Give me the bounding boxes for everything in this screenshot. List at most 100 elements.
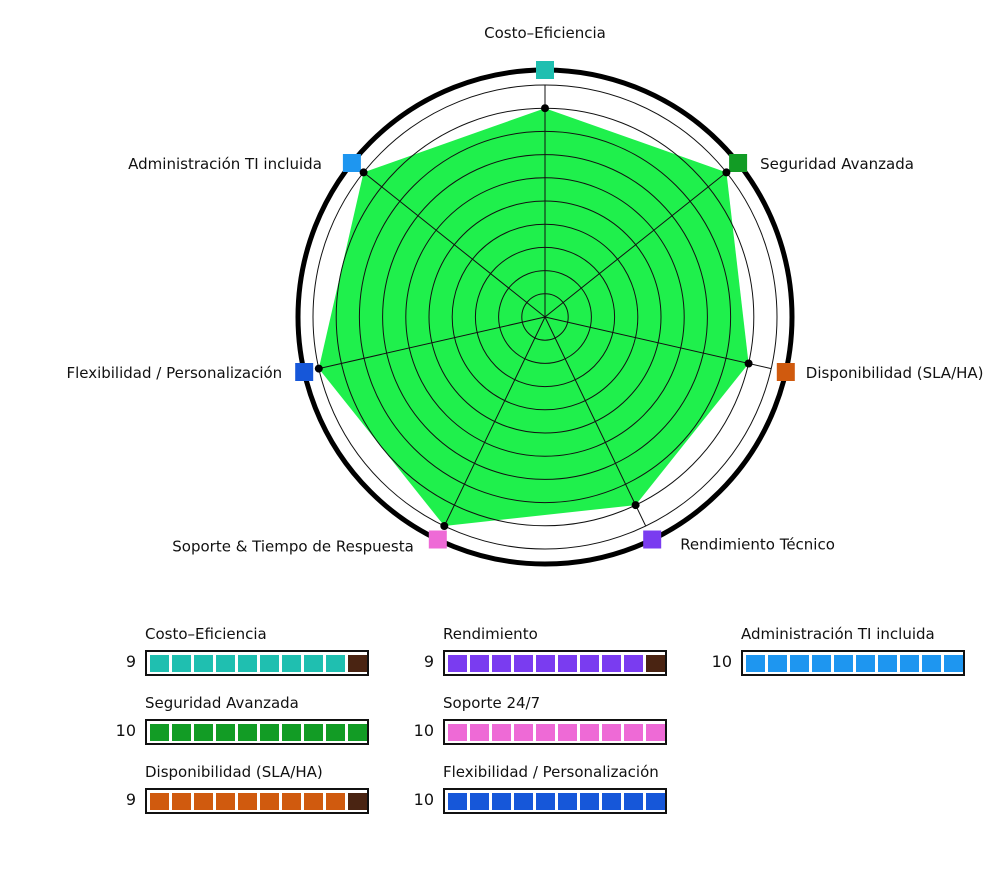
score-cell xyxy=(492,723,511,741)
score-cell xyxy=(282,654,301,672)
score-cell xyxy=(304,723,323,741)
score-cell xyxy=(558,654,577,672)
legend-item-score: 9 xyxy=(125,652,136,671)
score-cell xyxy=(580,792,599,810)
axis-label: Costo–Eficiencia xyxy=(484,24,606,42)
legend-score-bar xyxy=(443,719,667,745)
score-cell xyxy=(558,723,577,741)
score-cell xyxy=(194,654,213,672)
axis-marker xyxy=(729,154,748,172)
score-cell xyxy=(492,792,511,810)
score-cell xyxy=(602,792,621,810)
axis-marker xyxy=(536,61,554,79)
score-cell xyxy=(172,792,191,810)
score-cell xyxy=(944,654,963,672)
axis-marker xyxy=(342,154,361,172)
score-cell xyxy=(150,723,169,741)
legend-score-bar xyxy=(145,719,369,745)
spoke xyxy=(443,316,546,527)
score-cell xyxy=(646,792,665,810)
legend-item-score: 10 xyxy=(413,790,434,809)
score-cell xyxy=(448,654,467,672)
score-cell xyxy=(260,654,279,672)
score-cell xyxy=(878,654,897,672)
score-cell xyxy=(536,792,555,810)
score-cell xyxy=(150,792,169,810)
score-cell xyxy=(150,654,169,672)
axis-label: Flexibilidad / Personalización xyxy=(66,364,282,382)
score-cell xyxy=(448,792,467,810)
score-cell xyxy=(900,654,919,672)
data-area xyxy=(318,108,749,526)
score-cell xyxy=(216,792,235,810)
axis-marker xyxy=(643,530,662,549)
score-cell xyxy=(768,654,787,672)
score-cell xyxy=(834,654,853,672)
score-cell xyxy=(470,792,489,810)
legend-score-bar xyxy=(741,650,965,676)
score-cell xyxy=(448,723,467,741)
axis-marker xyxy=(776,363,795,381)
score-cell xyxy=(260,723,279,741)
score-cell xyxy=(260,792,279,810)
data-point xyxy=(314,364,323,373)
score-cell xyxy=(580,723,599,741)
legend-item-label: Rendimiento xyxy=(443,625,538,643)
score-cell xyxy=(238,792,257,810)
axis-marker xyxy=(295,363,314,381)
legend-item-score: 9 xyxy=(423,652,434,671)
score-cell xyxy=(470,723,489,741)
score-cell xyxy=(624,792,643,810)
score-cell xyxy=(514,723,533,741)
score-cell xyxy=(238,723,257,741)
legend-item-label: Administración TI incluida xyxy=(741,625,935,643)
score-cell xyxy=(746,654,765,672)
score-cell xyxy=(536,654,555,672)
score-cell xyxy=(470,654,489,672)
score-cell xyxy=(326,654,345,672)
legend-item-score: 10 xyxy=(115,721,136,740)
score-cell xyxy=(492,654,511,672)
score-cell xyxy=(238,654,257,672)
spoke xyxy=(544,316,772,370)
score-cell xyxy=(514,792,533,810)
score-cell xyxy=(812,654,831,672)
axis-label: Administración TI incluida xyxy=(128,155,322,173)
legend-item-score: 10 xyxy=(711,652,732,671)
score-cell xyxy=(790,654,809,672)
score-cell xyxy=(348,654,367,672)
score-cell xyxy=(558,792,577,810)
legend-item-label: Costo–Eficiencia xyxy=(145,625,267,643)
score-cell xyxy=(304,654,323,672)
score-cell xyxy=(282,723,301,741)
score-cell xyxy=(326,792,345,810)
score-cell xyxy=(602,723,621,741)
score-cell xyxy=(172,723,191,741)
score-cell xyxy=(536,723,555,741)
axis-marker xyxy=(428,530,447,549)
legend-item-label: Soporte 24/7 xyxy=(443,694,541,712)
score-cell xyxy=(282,792,301,810)
score-cell xyxy=(216,723,235,741)
axis-label: Seguridad Avanzada xyxy=(760,155,914,173)
score-cell xyxy=(194,723,213,741)
legend-score-bar xyxy=(443,788,667,814)
spoke xyxy=(544,172,727,318)
axis-label: Disponibilidad (SLA/HA) xyxy=(806,364,984,382)
spoke xyxy=(318,316,546,370)
score-cell xyxy=(856,654,875,672)
score-cell xyxy=(304,792,323,810)
legend-item-label: Flexibilidad / Personalización xyxy=(443,763,659,781)
data-point xyxy=(722,168,731,177)
score-cell xyxy=(646,723,665,741)
score-cell xyxy=(216,654,235,672)
legend-item-label: Disponibilidad (SLA/HA) xyxy=(145,763,323,781)
score-cell xyxy=(624,654,643,672)
score-cell xyxy=(624,723,643,741)
data-point xyxy=(541,104,549,113)
legend-score-bar xyxy=(145,788,369,814)
score-cell xyxy=(326,723,345,741)
data-point xyxy=(359,168,368,177)
legend-item-label: Seguridad Avanzada xyxy=(145,694,299,712)
score-cell xyxy=(602,654,621,672)
